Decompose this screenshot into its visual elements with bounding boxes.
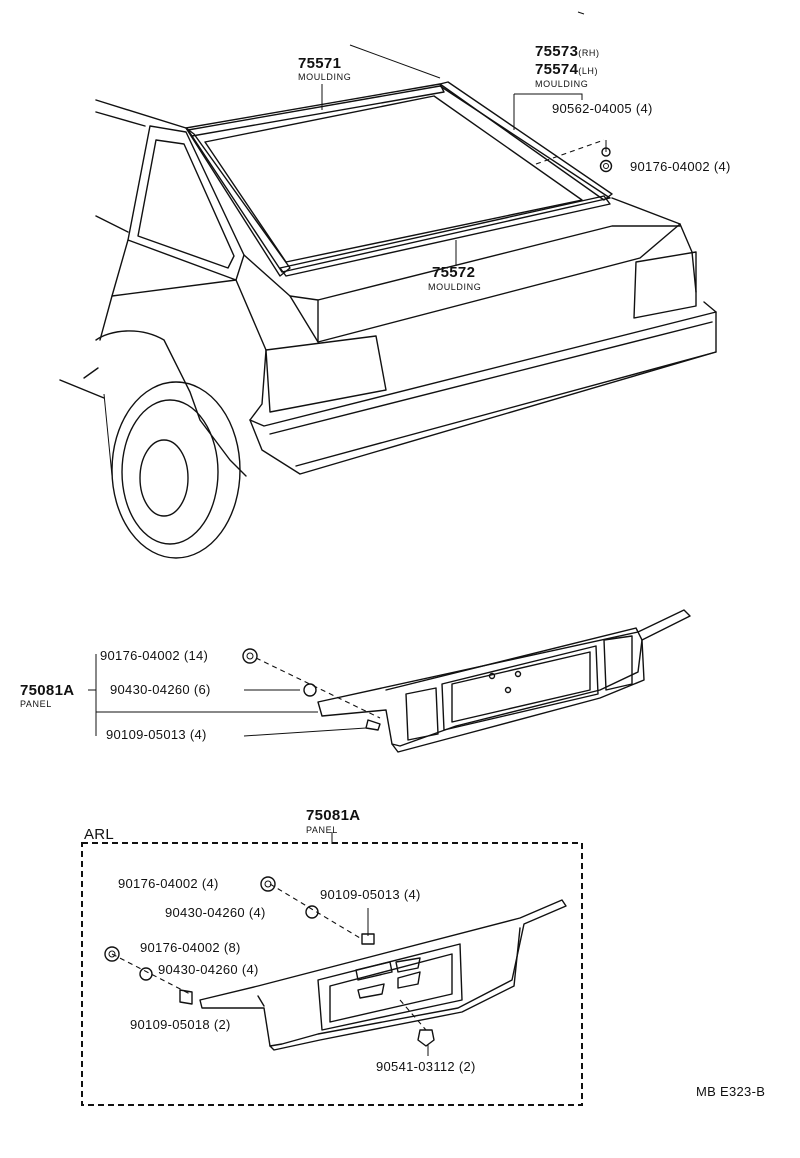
moulding-rh-label: 75573(RH) (535, 44, 600, 59)
clip-icon (601, 147, 611, 157)
std-fastener-washer: 90430-04260 (6) (110, 682, 211, 697)
arl-fastener-washer-a: 90430-04260 (4) (165, 905, 266, 920)
nut-hole-icon (603, 163, 609, 169)
bolt-icon-arl-a (361, 933, 375, 945)
arl-fastener-bolt-a: 90109-05013 (4) (320, 887, 421, 902)
std-fastener-bolt: 90109-05013 (4) (106, 727, 207, 742)
side-clip-label: 90562-04005 (4) (552, 101, 653, 116)
moulding-bottom-name: MOULDING (428, 282, 482, 292)
arl-fastener-nut-a: 90176-04002 (4) (118, 876, 219, 891)
moulding-rh-part: 75573 (535, 43, 579, 60)
nut-hole-icon (264, 880, 272, 888)
std-panel-name: PANEL (20, 699, 52, 709)
side-nut-label: 90176-04002 (4) (630, 159, 731, 174)
drawing-code: MB E323-B (696, 1084, 766, 1099)
moulding-lh-suffix: (LH) (578, 66, 599, 76)
washer-icon-arl-b (139, 967, 153, 981)
nut-icon-arl-a (260, 876, 276, 892)
moulding-lh-part: 75574 (535, 61, 579, 78)
car-rear-body (59, 44, 717, 559)
screw-icon-arl (417, 1029, 435, 1047)
moulding-bottom-part: 75572 (432, 264, 476, 281)
arl-panel-name: PANEL (306, 825, 338, 835)
upper-leader-lines (321, 11, 607, 266)
arl-fastener-bolt-b: 90109-05018 (2) (130, 1017, 231, 1032)
washer-icon-std (303, 683, 317, 697)
nut-icon-std (242, 648, 258, 664)
bolt-icon-std (365, 719, 381, 731)
arl-fastener-nut-b: 90176-04002 (8) (140, 940, 241, 955)
nut-hole-icon (108, 950, 116, 958)
std-fastener-nut: 90176-04002 (14) (100, 648, 209, 663)
moulding-top-name: MOULDING (298, 72, 352, 82)
nut-icon-arl-b (104, 946, 120, 962)
moulding-top-part: 75571 (298, 55, 342, 72)
panel-arl-leaders (111, 883, 429, 1056)
nut-hole-icon (246, 652, 254, 660)
washer-icon-arl-a (305, 905, 319, 919)
panel-std-leaders (88, 654, 381, 737)
panel-arl-drawing (199, 899, 567, 1051)
arl-panel-part: 75081A (306, 807, 361, 824)
moulding-side-name: MOULDING (535, 79, 589, 89)
moulding-rh-suffix: (RH) (578, 48, 600, 58)
arl-variant-label: ARL (84, 826, 115, 843)
arl-fastener-washer-b: 90430-04260 (4) (158, 962, 259, 977)
std-panel-part: 75081A (20, 682, 75, 699)
panel-std-drawing (317, 609, 691, 753)
moulding-lh-label: 75574(LH) (535, 62, 598, 77)
arl-fastener-screw: 90541-03112 (2) (376, 1059, 476, 1074)
nut-icon (599, 159, 613, 173)
bolt-icon-arl-b (179, 989, 193, 1005)
